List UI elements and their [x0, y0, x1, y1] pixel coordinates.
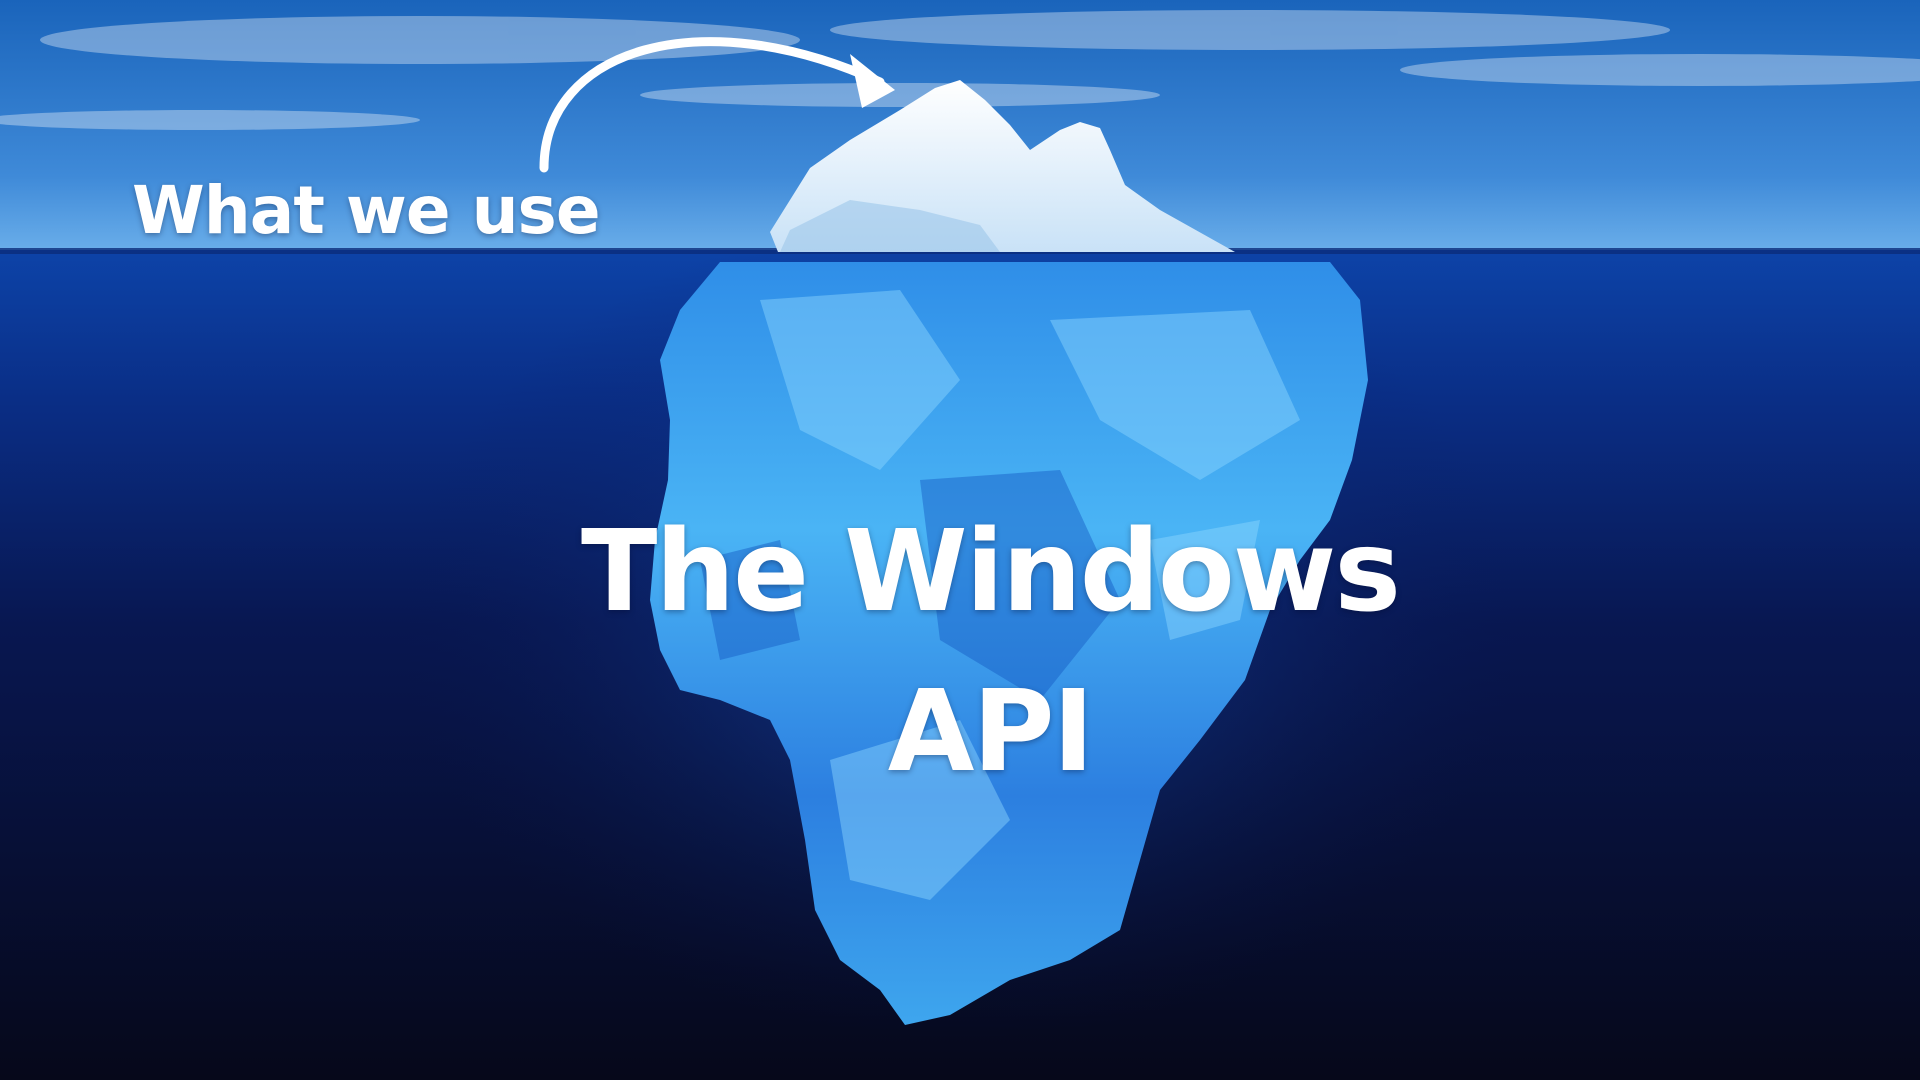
curved-arrow-icon — [539, 37, 895, 173]
clouds — [0, 10, 1920, 130]
iceberg-tip-shade — [780, 200, 1000, 252]
main-label: The Windows API — [560, 492, 1420, 812]
main-label-line2: API — [887, 667, 1094, 797]
tip-label: What we use — [132, 172, 601, 249]
ice-highlights — [760, 290, 1300, 900]
main-label-line1: The Windows — [581, 507, 1401, 637]
ice-shadows — [700, 470, 1120, 700]
iceberg-underwater — [650, 262, 1368, 1025]
